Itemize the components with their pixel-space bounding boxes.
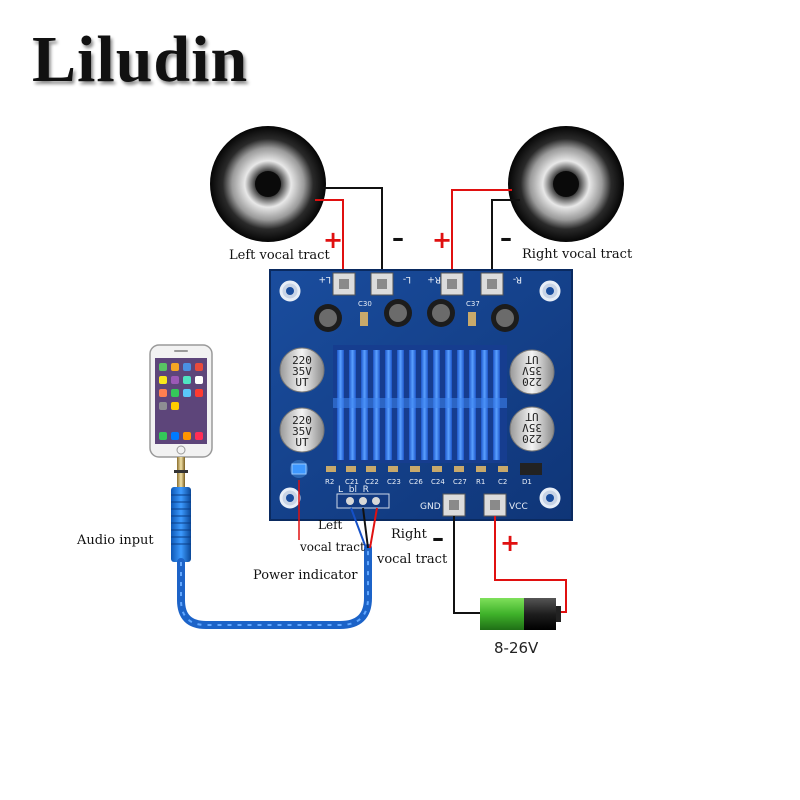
cap-text: 220 bbox=[522, 432, 542, 445]
component-label: C30 bbox=[358, 300, 372, 308]
component-label: C27 bbox=[453, 478, 467, 486]
vcc-label: VCC bbox=[509, 502, 528, 512]
right-minus-sign: – bbox=[500, 224, 512, 252]
input-wires bbox=[298, 480, 378, 549]
cap-text: UT bbox=[525, 410, 539, 423]
right-speaker bbox=[508, 126, 624, 242]
capacitors: 220 35V UT 220 35V UT 220 35V UT 220 35V… bbox=[279, 347, 555, 453]
component-label: C2 bbox=[498, 478, 507, 486]
cap-text: 35V bbox=[292, 365, 312, 378]
heatsink bbox=[333, 345, 507, 463]
cap-text: UT bbox=[525, 353, 539, 366]
terminal-label: L+ bbox=[318, 274, 331, 284]
gnd-label: GND bbox=[420, 502, 441, 512]
amplifier-board: 220 35V UT 220 35V UT 220 35V UT 220 35V… bbox=[269, 269, 573, 521]
terminal-label: R+ bbox=[427, 274, 441, 284]
cap-text: 220 bbox=[292, 354, 312, 367]
right-channel-label-2: vocal tract bbox=[377, 552, 448, 567]
vcc-plus-sign: + bbox=[500, 529, 521, 557]
cap-text: 35V bbox=[522, 421, 542, 434]
terminal-label: L- bbox=[403, 274, 411, 284]
component-label: C23 bbox=[387, 478, 401, 486]
cap-text: 35V bbox=[522, 364, 542, 377]
audio-cable bbox=[171, 457, 372, 629]
right-channel-label-1: Right bbox=[391, 527, 427, 542]
component-label: D1 bbox=[522, 478, 532, 486]
cap-text: 220 bbox=[522, 375, 542, 388]
power-led bbox=[291, 463, 307, 475]
component-label: C26 bbox=[409, 478, 423, 486]
cap-text: UT bbox=[295, 376, 309, 389]
speaker-terminals bbox=[332, 272, 504, 296]
left-speaker bbox=[210, 126, 326, 242]
gnd-minus-sign: – bbox=[432, 524, 444, 552]
component-label: C21 bbox=[345, 478, 359, 486]
left-minus-sign: – bbox=[392, 224, 404, 252]
cap-text: 35V bbox=[292, 425, 312, 438]
right-plus-sign: + bbox=[432, 226, 453, 254]
component-label: C37 bbox=[466, 300, 480, 308]
cap-text: UT bbox=[295, 436, 309, 449]
inductors bbox=[314, 299, 519, 332]
input-pin-label: L bl R bbox=[338, 485, 369, 495]
terminal-label: R- bbox=[513, 274, 522, 284]
left-channel-label-1: Left bbox=[318, 518, 343, 532]
audio-input-pins bbox=[336, 493, 390, 509]
left-plus-sign: + bbox=[323, 226, 344, 254]
component-label: C22 bbox=[365, 478, 379, 486]
smd-components bbox=[326, 463, 542, 475]
audio-input-label: Audio input bbox=[77, 533, 154, 548]
right-speaker-label: Right vocal tract bbox=[522, 247, 633, 262]
cap-text: 220 bbox=[292, 414, 312, 427]
left-speaker-label: Left vocal tract bbox=[229, 248, 330, 263]
component-label: R1 bbox=[476, 478, 485, 486]
component-label: C24 bbox=[431, 478, 445, 486]
component-label: R2 bbox=[325, 478, 334, 486]
left-channel-label-2: vocal tract bbox=[300, 540, 365, 554]
brand-logo: Liludin bbox=[32, 23, 249, 96]
power-wires bbox=[453, 516, 567, 614]
smartphone bbox=[149, 344, 213, 458]
power-indicator-label: Power indicator bbox=[253, 568, 358, 583]
battery bbox=[480, 598, 561, 630]
battery-voltage: 8-26V bbox=[494, 639, 539, 657]
speaker-wires bbox=[315, 187, 520, 282]
power-terminals bbox=[442, 493, 507, 517]
